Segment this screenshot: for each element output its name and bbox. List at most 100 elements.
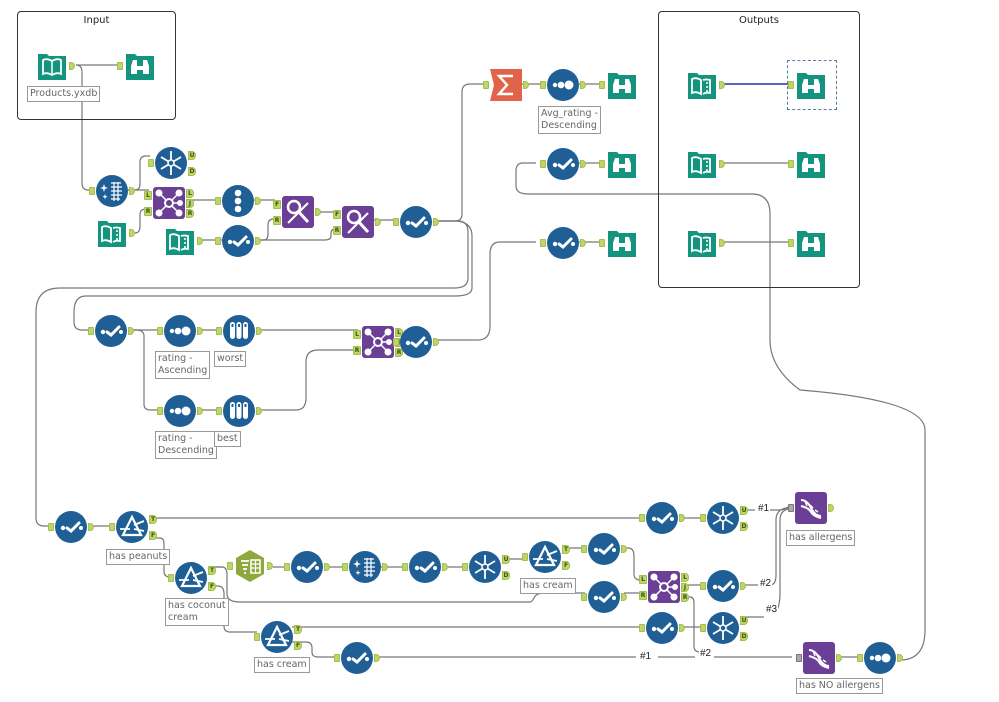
sort-tool[interactable]	[164, 315, 196, 347]
summarize-tool[interactable]	[490, 69, 522, 101]
output-anchor[interactable]: J	[681, 582, 689, 592]
input-anchor[interactable]	[700, 624, 706, 632]
input-data-tool[interactable]	[686, 69, 718, 101]
output-anchor[interactable]	[621, 545, 627, 553]
output-anchor[interactable]: U	[740, 615, 748, 625]
browse-tool[interactable]	[795, 69, 827, 101]
output-anchor[interactable]: U	[188, 150, 196, 160]
sort-tool[interactable]	[547, 69, 579, 101]
output-anchor[interactable]: D	[740, 521, 748, 531]
output-anchor[interactable]	[679, 514, 685, 522]
browse-tool[interactable]	[795, 227, 827, 259]
output-anchor[interactable]	[375, 218, 381, 226]
output-anchor[interactable]	[267, 562, 273, 570]
input-anchor[interactable]	[700, 514, 706, 522]
input-anchor[interactable]	[639, 514, 645, 522]
input-anchor[interactable]	[117, 62, 123, 70]
input-anchor[interactable]: L	[353, 329, 361, 339]
sort-tool[interactable]	[864, 642, 896, 674]
browse-tool[interactable]	[795, 148, 827, 180]
find-replace-tool[interactable]	[282, 196, 314, 228]
input-anchor[interactable]	[402, 563, 408, 571]
input-anchor[interactable]	[788, 81, 794, 89]
input-anchor[interactable]	[788, 160, 794, 168]
text-to-columns-tool[interactable]	[234, 550, 266, 582]
output-anchor[interactable]: L	[395, 327, 403, 337]
output-anchor[interactable]: U	[740, 505, 748, 515]
select-tool[interactable]	[400, 326, 432, 358]
output-anchor[interactable]: T	[294, 624, 302, 634]
input-anchor[interactable]	[393, 338, 399, 346]
select-tool[interactable]	[547, 227, 579, 259]
select-tool[interactable]	[341, 642, 373, 674]
union-tool[interactable]	[803, 642, 835, 674]
output-anchor[interactable]: T	[562, 544, 570, 554]
filter-tool[interactable]	[529, 541, 561, 573]
output-anchor[interactable]	[836, 654, 842, 662]
output-anchor[interactable]	[719, 239, 725, 247]
input-anchor[interactable]	[227, 562, 233, 570]
output-anchor[interactable]	[128, 327, 134, 335]
join-tool[interactable]	[362, 326, 394, 358]
output-anchor[interactable]	[255, 197, 261, 205]
data-cleansing-tool[interactable]	[349, 551, 381, 583]
output-anchor[interactable]	[197, 407, 203, 415]
input-anchor[interactable]: R	[144, 206, 152, 216]
input-anchor[interactable]	[581, 545, 587, 553]
input-anchor[interactable]	[148, 159, 154, 167]
input-data-tool[interactable]	[96, 217, 128, 249]
select-tool[interactable]	[646, 502, 678, 534]
output-anchor[interactable]	[69, 62, 75, 70]
input-anchor[interactable]	[796, 654, 802, 662]
output-anchor[interactable]: L	[681, 572, 689, 582]
output-anchor[interactable]	[580, 239, 586, 247]
output-anchor[interactable]	[719, 160, 725, 168]
select-tool[interactable]	[55, 511, 87, 543]
unique-tool[interactable]	[707, 502, 739, 534]
output-anchor[interactable]	[88, 523, 94, 531]
browse-tool[interactable]	[606, 227, 638, 259]
input-anchor[interactable]	[522, 553, 528, 561]
sort-tool[interactable]	[164, 395, 196, 427]
input-anchor[interactable]	[168, 574, 174, 582]
output-anchor[interactable]: R	[186, 208, 194, 218]
input-anchor[interactable]	[599, 160, 605, 168]
output-anchor[interactable]	[621, 593, 627, 601]
output-anchor[interactable]	[897, 654, 903, 662]
output-anchor[interactable]	[324, 563, 330, 571]
input-anchor[interactable]	[700, 582, 706, 590]
input-anchor[interactable]: F	[273, 199, 281, 209]
output-anchor[interactable]: F	[294, 640, 302, 650]
input-anchor[interactable]: F	[333, 209, 341, 219]
input-container[interactable]: Input	[17, 11, 176, 120]
output-anchor[interactable]: J	[186, 198, 194, 208]
output-anchor[interactable]	[129, 187, 135, 195]
output-anchor[interactable]	[256, 327, 262, 335]
input-anchor[interactable]	[254, 633, 260, 641]
input-anchor[interactable]	[540, 239, 546, 247]
union-tool[interactable]	[795, 492, 827, 524]
input-anchor[interactable]	[216, 407, 222, 415]
outputs-container[interactable]: Outputs	[658, 11, 860, 288]
input-anchor[interactable]	[639, 624, 645, 632]
browse-tool[interactable]	[606, 69, 638, 101]
select-tool[interactable]	[588, 581, 620, 613]
input-anchor[interactable]	[599, 81, 605, 89]
input-anchor[interactable]	[342, 563, 348, 571]
output-anchor[interactable]: F	[562, 560, 570, 570]
find-replace-tool[interactable]	[342, 206, 374, 238]
output-anchor[interactable]: T	[208, 565, 216, 575]
output-anchor[interactable]: U	[502, 554, 510, 564]
select-tool[interactable]	[707, 570, 739, 602]
filter-tool[interactable]	[261, 621, 293, 653]
input-data-tool[interactable]	[686, 148, 718, 180]
input-anchor[interactable]	[215, 197, 221, 205]
filter-tool[interactable]	[116, 511, 148, 543]
input-anchor[interactable]	[483, 81, 489, 89]
input-anchor[interactable]: R	[273, 215, 281, 225]
input-anchor[interactable]: R	[333, 225, 341, 235]
select-tool[interactable]	[547, 148, 579, 180]
input-anchor[interactable]	[788, 504, 794, 512]
output-anchor[interactable]: D	[740, 631, 748, 641]
